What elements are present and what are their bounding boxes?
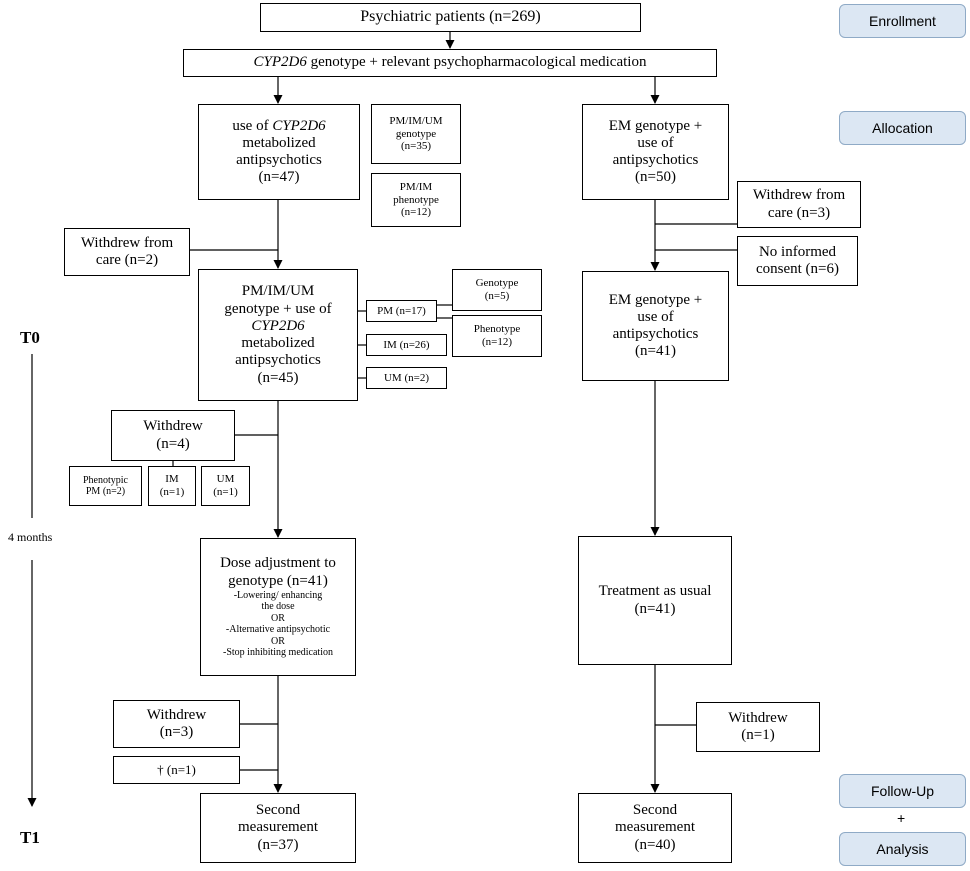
stage-enrollment: Enrollment xyxy=(839,4,966,38)
stage-allocation: Allocation xyxy=(839,111,966,145)
timeline-t1: T1 xyxy=(20,828,40,847)
box-phenotype-12: Phenotype(n=12) xyxy=(452,315,542,357)
box-treatment-as-usual: Treatment as usual(n=41) xyxy=(578,536,732,665)
box-im: IM (n=26) xyxy=(366,334,447,356)
box-pm: PM (n=17) xyxy=(366,300,437,322)
timeline-months: 4 months xyxy=(8,530,53,544)
box-enrollment: Psychiatric patients (n=269) xyxy=(260,3,641,32)
box-withdrew-4: Withdrew(n=4) xyxy=(111,410,235,461)
timeline-t0: T0 xyxy=(20,328,40,347)
box-left-cyp2d6-users: use of CYP2D6 metabolized antipsychotics… xyxy=(198,104,360,200)
box-um: UM (n=2) xyxy=(366,367,447,389)
stage-plus: + xyxy=(897,810,906,826)
box-withdrew-1: Withdrew(n=1) xyxy=(696,702,820,752)
stage-analysis: Analysis xyxy=(839,832,966,866)
box-dose-adjustment: Dose adjustment to genotype (n=41) -Lowe… xyxy=(200,538,356,676)
box-um-1: UM(n=1) xyxy=(201,466,250,506)
box-left-pmimum-users: PM/IM/UM genotype + use of CYP2D6 metabo… xyxy=(198,269,358,401)
box-im-1: IM(n=1) xyxy=(148,466,196,506)
box-withdrew-3: Withdrew(n=3) xyxy=(113,700,240,748)
box-dagger-death: † (n=1) xyxy=(113,756,240,784)
stage-followup: Follow-Up xyxy=(839,774,966,808)
box-genotype-medication: CYP2D6 genotype + relevant psychopharmac… xyxy=(183,49,717,77)
box-genotype-5: Genotype(n=5) xyxy=(452,269,542,311)
